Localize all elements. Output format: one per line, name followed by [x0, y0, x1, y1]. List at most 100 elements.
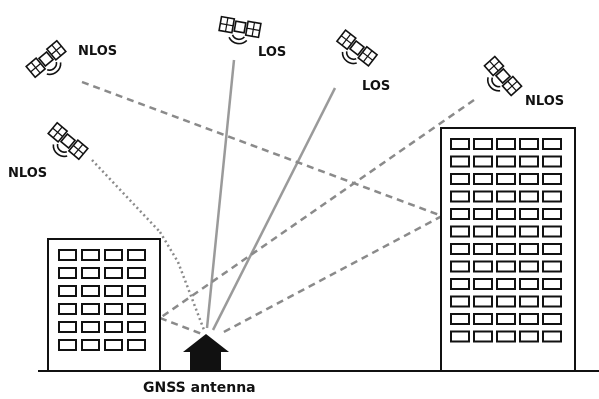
window: [127, 339, 146, 351]
nlos-ray-2-incident: [159, 98, 475, 320]
window: [127, 321, 146, 333]
label-sat-2: LOS: [258, 45, 286, 60]
window: [496, 155, 516, 168]
window: [450, 330, 470, 343]
building-right-windows: [450, 138, 562, 343]
window: [519, 208, 539, 220]
label-sat-4: NLOS: [8, 166, 47, 181]
building-left-windows: [58, 249, 146, 351]
window: [496, 190, 516, 203]
window: [450, 243, 470, 255]
rays: [81, 59, 475, 336]
window: [58, 339, 77, 351]
window: [496, 208, 516, 220]
window: [473, 278, 493, 290]
window: [519, 155, 539, 168]
window: [519, 138, 539, 150]
window: [496, 225, 516, 238]
window: [542, 155, 562, 168]
antenna-label: GNSS antenna: [143, 380, 256, 396]
window: [58, 321, 77, 333]
window: [496, 295, 516, 308]
window: [81, 321, 100, 333]
window: [127, 285, 146, 297]
window: [473, 260, 493, 273]
window: [496, 173, 516, 185]
los-ray-1: [205, 59, 236, 329]
window: [519, 260, 539, 273]
nlos-ray-3-a: [91, 159, 161, 233]
window: [473, 173, 493, 185]
window: [58, 267, 77, 279]
window: [542, 138, 562, 150]
window: [104, 321, 123, 333]
window: [473, 155, 493, 168]
window: [473, 225, 493, 238]
nlos-ray-1-incident: [81, 80, 443, 218]
window: [519, 313, 539, 325]
label-sat-5: NLOS: [525, 94, 564, 109]
satellite-icon: [476, 55, 523, 103]
window: [81, 267, 100, 279]
window: [519, 330, 539, 343]
window: [104, 249, 123, 261]
window: [496, 278, 516, 290]
satellite-icon: [41, 121, 89, 168]
window: [496, 330, 516, 343]
window: [496, 313, 516, 325]
label-sat-3: LOS: [362, 79, 390, 94]
window: [542, 225, 562, 238]
window: [542, 190, 562, 203]
window: [519, 295, 539, 308]
window: [496, 138, 516, 150]
window: [473, 313, 493, 325]
window: [542, 313, 562, 325]
window: [104, 339, 123, 351]
window: [81, 285, 100, 297]
window: [473, 138, 493, 150]
antenna-icon: [183, 334, 229, 371]
window: [450, 225, 470, 238]
window: [496, 243, 516, 255]
window: [58, 303, 77, 315]
window: [542, 295, 562, 308]
window: [104, 303, 123, 315]
satellite-icon: [330, 29, 378, 75]
window: [519, 243, 539, 255]
window: [473, 295, 493, 308]
window: [127, 249, 146, 261]
window: [519, 190, 539, 203]
window: [542, 278, 562, 290]
window: [450, 173, 470, 185]
window: [450, 278, 470, 290]
los-ray-2: [211, 87, 337, 331]
window: [450, 313, 470, 325]
window: [473, 208, 493, 220]
window: [58, 249, 77, 261]
building-right: [440, 127, 576, 372]
nlos-ray-1-reflected: [219, 214, 443, 336]
window: [542, 330, 562, 343]
window: [81, 303, 100, 315]
window: [450, 138, 470, 150]
window: [473, 243, 493, 255]
label-sat-1: NLOS: [78, 44, 117, 59]
window: [450, 208, 470, 220]
nlos-ray-2-reflected: [159, 316, 203, 336]
building-left: [47, 238, 161, 372]
nlos-ray-3-c: [176, 261, 206, 331]
window: [473, 190, 493, 203]
window: [81, 249, 100, 261]
window: [542, 208, 562, 220]
window: [104, 285, 123, 297]
window: [127, 267, 146, 279]
window: [104, 267, 123, 279]
window: [450, 190, 470, 203]
satellite-icon: [25, 39, 73, 86]
window: [542, 173, 562, 185]
window: [450, 260, 470, 273]
window: [127, 303, 146, 315]
satellite-icon: [216, 15, 262, 48]
